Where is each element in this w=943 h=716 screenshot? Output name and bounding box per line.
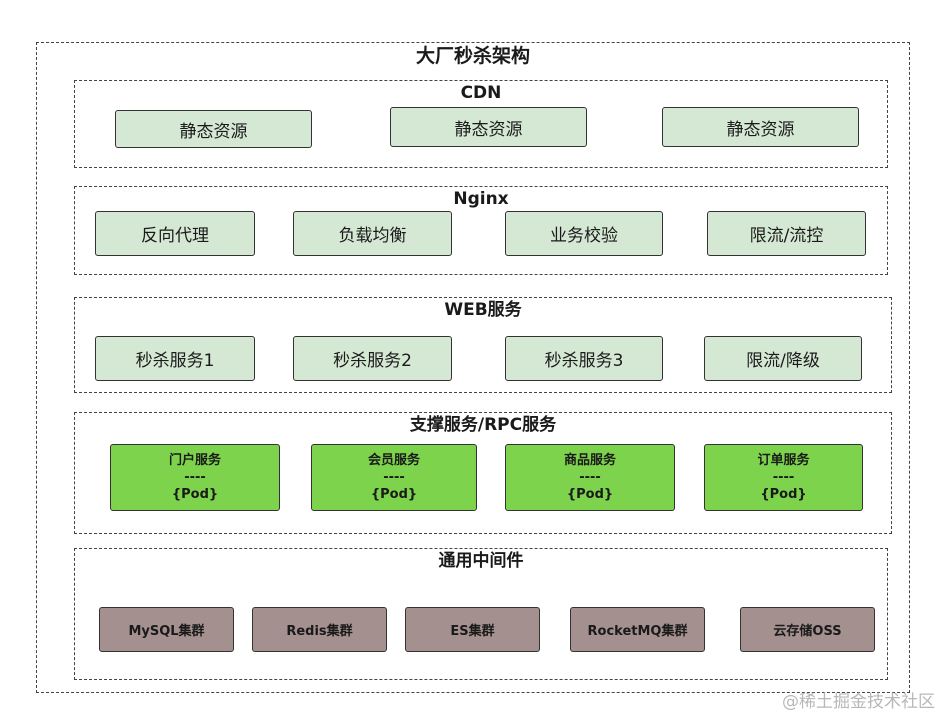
rpc-member-service: 会员服务 ---- {Pod} xyxy=(311,444,477,511)
nginx-reverse-proxy: 反向代理 xyxy=(95,211,255,256)
web-layer: WEB服务 xyxy=(74,297,892,393)
rpc-product-service: 商品服务 ---- {Pod} xyxy=(505,444,675,511)
nginx-layer: Nginx xyxy=(74,186,888,275)
middleware-es-cluster: ES集群 xyxy=(405,607,540,652)
rpc-service-name: 订单服务 xyxy=(757,453,810,468)
cdn-static-resource-2: 静态资源 xyxy=(390,107,587,147)
nginx-layer-title: Nginx xyxy=(453,189,509,209)
cdn-static-resource-1: 静态资源 xyxy=(115,110,312,148)
rpc-order-service: 订单服务 ---- {Pod} xyxy=(704,444,863,511)
architecture-frame xyxy=(36,42,910,693)
web-seckill-service-3: 秒杀服务3 xyxy=(505,336,663,381)
cdn-static-resource-3: 静态资源 xyxy=(662,107,859,147)
rpc-service-pod: {Pod} xyxy=(760,487,807,502)
nginx-business-validation: 业务校验 xyxy=(505,211,663,256)
rpc-service-name: 门户服务 xyxy=(168,453,221,468)
nginx-rate-limiting: 限流/流控 xyxy=(707,211,866,256)
web-seckill-service-2: 秒杀服务2 xyxy=(293,336,452,381)
rpc-service-separator: ---- xyxy=(772,470,795,485)
rpc-service-separator: ---- xyxy=(383,470,405,485)
rpc-service-separator: ---- xyxy=(184,470,206,485)
nginx-load-balancing: 负载均衡 xyxy=(293,211,452,256)
rpc-layer-title: 支撑服务/RPC服务 xyxy=(409,415,557,435)
rpc-service-pod: {Pod} xyxy=(566,487,614,502)
rpc-service-name: 商品服务 xyxy=(563,453,616,468)
rpc-layer: 支撑服务/RPC服务 xyxy=(74,412,892,534)
cdn-layer: CDN xyxy=(74,80,888,168)
middleware-rocketmq-cluster: RocketMQ集群 xyxy=(570,607,705,652)
rpc-portal-service: 门户服务 ---- {Pod} xyxy=(110,444,280,511)
middleware-layer-title: 通用中间件 xyxy=(438,551,524,571)
rpc-service-name: 会员服务 xyxy=(367,453,420,468)
diagram-title: 大厂秒杀架构 xyxy=(415,45,530,67)
middleware-mysql-cluster: MySQL集群 xyxy=(99,607,234,652)
middleware-redis-cluster: Redis集群 xyxy=(252,607,387,652)
web-rate-limit-degrade: 限流/降级 xyxy=(704,336,862,381)
watermark: @稀土掘金技术社区 xyxy=(782,692,935,712)
rpc-service-separator: ---- xyxy=(579,470,601,485)
web-layer-title: WEB服务 xyxy=(444,300,522,320)
cdn-layer-title: CDN xyxy=(460,83,502,103)
middleware-layer: 通用中间件 xyxy=(74,548,888,680)
web-seckill-service-1: 秒杀服务1 xyxy=(95,336,255,381)
middleware-cloud-storage-oss: 云存储OSS xyxy=(740,607,875,652)
rpc-service-pod: {Pod} xyxy=(370,487,418,502)
rpc-service-pod: {Pod} xyxy=(171,487,219,502)
